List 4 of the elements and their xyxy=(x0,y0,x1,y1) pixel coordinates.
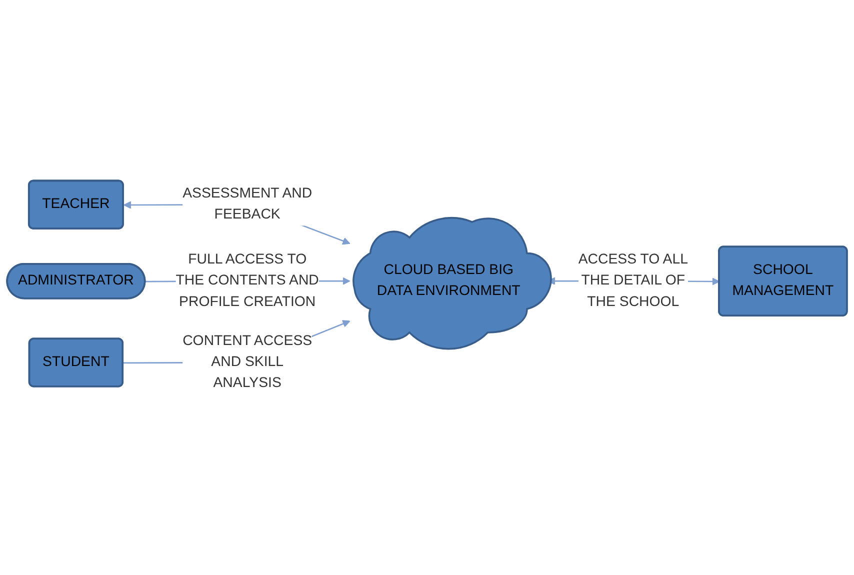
edge-label: ASSESSMENT AND FEEBACK xyxy=(182,186,312,222)
edge-label: CONTENT ACCESS AND SKILL ANALYSIS xyxy=(182,333,312,391)
edge-label: ACCESS TO ALL THE DETAIL OF THE SCHOOL xyxy=(578,252,688,310)
edge-label: FULL ACCESS TO THE CONTENTS AND PROFILE CREATION xyxy=(176,252,319,310)
